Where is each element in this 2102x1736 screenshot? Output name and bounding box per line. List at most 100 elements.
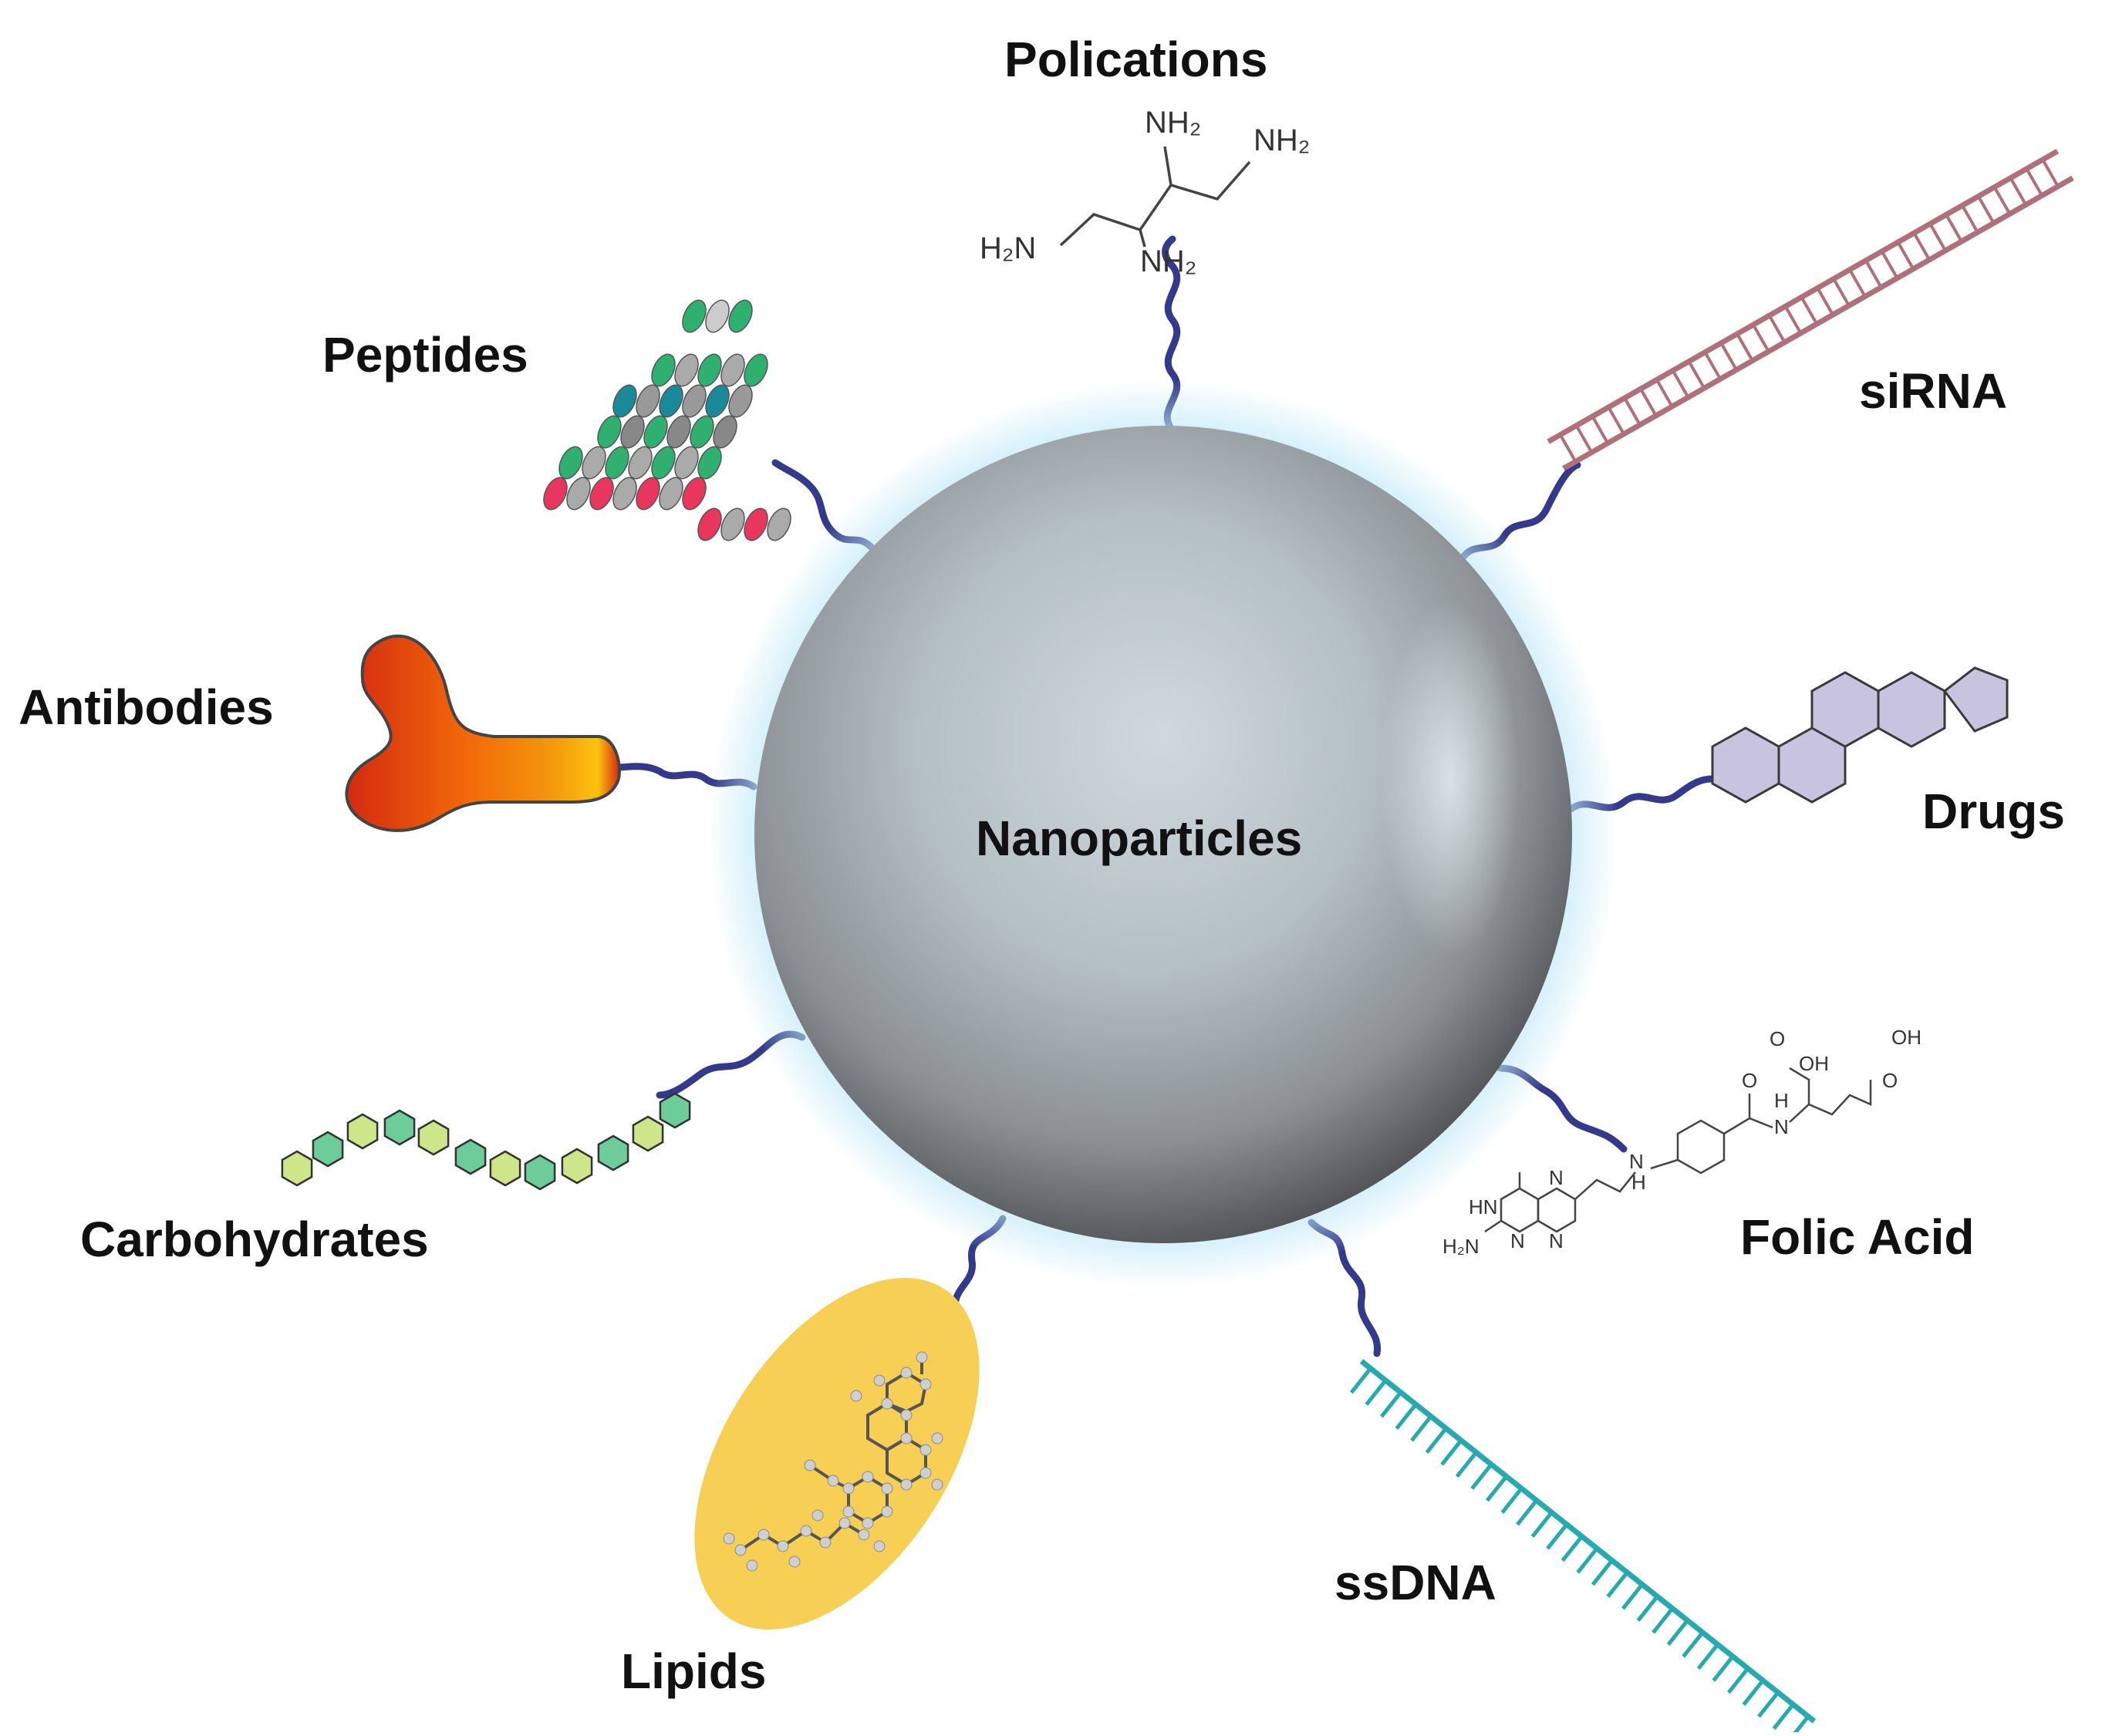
sirna-rung: [1719, 342, 1738, 371]
helix-turn: [697, 446, 722, 480]
ssdna-base: [1666, 1619, 1689, 1647]
sirna-rung: [1992, 186, 2012, 215]
sirna-rung: [1880, 250, 1899, 279]
sirna-rung: [1687, 360, 1706, 389]
ssdna-base: [1591, 1559, 1614, 1586]
lipid-atom: [842, 1482, 855, 1495]
ssdna-base: [1455, 1451, 1478, 1478]
ssdna-base: [1440, 1439, 1463, 1466]
antibody: [345, 634, 621, 832]
sirna-rung: [1783, 305, 1803, 334]
label-lipids: Lipids: [621, 1643, 767, 1699]
ssdna-base: [1727, 1667, 1749, 1694]
sirna-rung: [1945, 214, 1963, 243]
ssdna-base: [1636, 1595, 1659, 1622]
helix-turn: [558, 446, 583, 480]
helix-turn: [720, 507, 745, 541]
folic-o-amide: O: [1742, 1069, 1757, 1092]
helix-turn: [674, 446, 699, 480]
label-peptides: Peptides: [322, 327, 528, 383]
sirna-rung: [1864, 259, 1883, 288]
lipid-atom: [881, 1505, 893, 1518]
helix-turn: [697, 353, 722, 387]
label-polications: Polications: [1004, 32, 1268, 87]
sirna-rung: [1912, 232, 1931, 261]
folic-h2n: H₂N: [1442, 1235, 1479, 1258]
lipid-atom: [900, 1367, 913, 1379]
ssdna-base: [1652, 1607, 1674, 1634]
helix-turn: [713, 415, 737, 449]
lipid-atom: [900, 1409, 913, 1421]
helix-turn: [612, 477, 637, 511]
lipid-atom: [819, 1536, 832, 1549]
lipid-atom: [916, 1351, 928, 1364]
ssdna-base: [1606, 1571, 1629, 1598]
sirna-rung: [2041, 158, 2060, 187]
sirna-rung: [1848, 268, 1867, 298]
lipid-atom: [850, 1390, 862, 1402]
lipid-atom: [723, 1532, 735, 1545]
ssdna-base: [1546, 1523, 1569, 1550]
ssdna-base: [1395, 1403, 1418, 1430]
label-carbohydrates: Carbohydrates: [80, 1212, 429, 1267]
lipid-atom: [777, 1540, 789, 1552]
ssdna-base: [1470, 1463, 1493, 1490]
ssdna-base: [1682, 1631, 1705, 1658]
sirna-rung: [1896, 241, 1915, 270]
sirna-rung: [1977, 195, 1996, 224]
helix-turn: [636, 477, 660, 511]
folic-oh-2: OH: [1891, 1026, 1921, 1049]
label-antibodies: Antibodies: [19, 679, 274, 735]
sirna-rung: [1655, 379, 1674, 408]
sugar-unit: [346, 1113, 379, 1150]
folic-h-link: H: [1631, 1171, 1646, 1194]
folic-o-2: O: [1882, 1069, 1898, 1092]
sirna-rung: [1928, 223, 1947, 251]
drug-molecule: [1711, 666, 2009, 804]
folic-hn: HN: [1469, 1195, 1498, 1219]
ssdna-base: [1576, 1547, 1599, 1574]
ssdna-base: [1787, 1715, 1810, 1736]
folic-n-ring-3: N: [1549, 1229, 1564, 1252]
helix-turn: [543, 477, 568, 511]
lipid-molecule: [694, 1278, 980, 1630]
sugar-unit: [489, 1150, 521, 1187]
nanoparticle: [708, 379, 1618, 1289]
helix-turn: [620, 415, 645, 449]
lipid-atom: [881, 1397, 893, 1410]
carbohydrate-chain: [281, 1092, 691, 1191]
lipid-atom: [757, 1529, 770, 1541]
sugar-unit: [524, 1154, 556, 1191]
lipid-atom: [838, 1517, 851, 1529]
helix-turn: [728, 384, 753, 418]
ssdna-base: [1560, 1535, 1584, 1562]
ssdna-base: [1410, 1415, 1432, 1442]
sugar-unit: [454, 1138, 487, 1175]
lipid-atom: [827, 1475, 839, 1487]
helix-turn: [659, 384, 683, 418]
polications-h2n-left: H₂N: [980, 231, 1036, 265]
helix-turn: [682, 384, 707, 418]
helix-turn: [682, 477, 707, 511]
helix-turn: [728, 299, 753, 333]
label-folic-acid: Folic Acid: [1740, 1209, 1975, 1265]
lipid-atom: [931, 1478, 943, 1491]
helix-turn: [566, 477, 591, 511]
helix-turn: [597, 415, 622, 449]
folic-n-ring-1: N: [1549, 1166, 1564, 1189]
sirna-rung: [2009, 177, 2028, 206]
polications-structure: NH₂ NH₂ H₂N NH₂: [980, 106, 1310, 278]
helix-turn: [666, 415, 691, 449]
sugar-unit: [597, 1134, 629, 1171]
ssdna-base: [1696, 1643, 1719, 1670]
lipid-atom: [842, 1505, 855, 1518]
lipid-atom: [931, 1432, 943, 1444]
sugar-unit: [632, 1115, 664, 1152]
ssdna-comb: [1349, 1359, 1817, 1736]
helix-turn: [651, 353, 676, 387]
sirna-rung: [1768, 315, 1787, 343]
ssdna-base: [1772, 1703, 1795, 1730]
label-sirna: siRNA: [1859, 363, 2008, 419]
